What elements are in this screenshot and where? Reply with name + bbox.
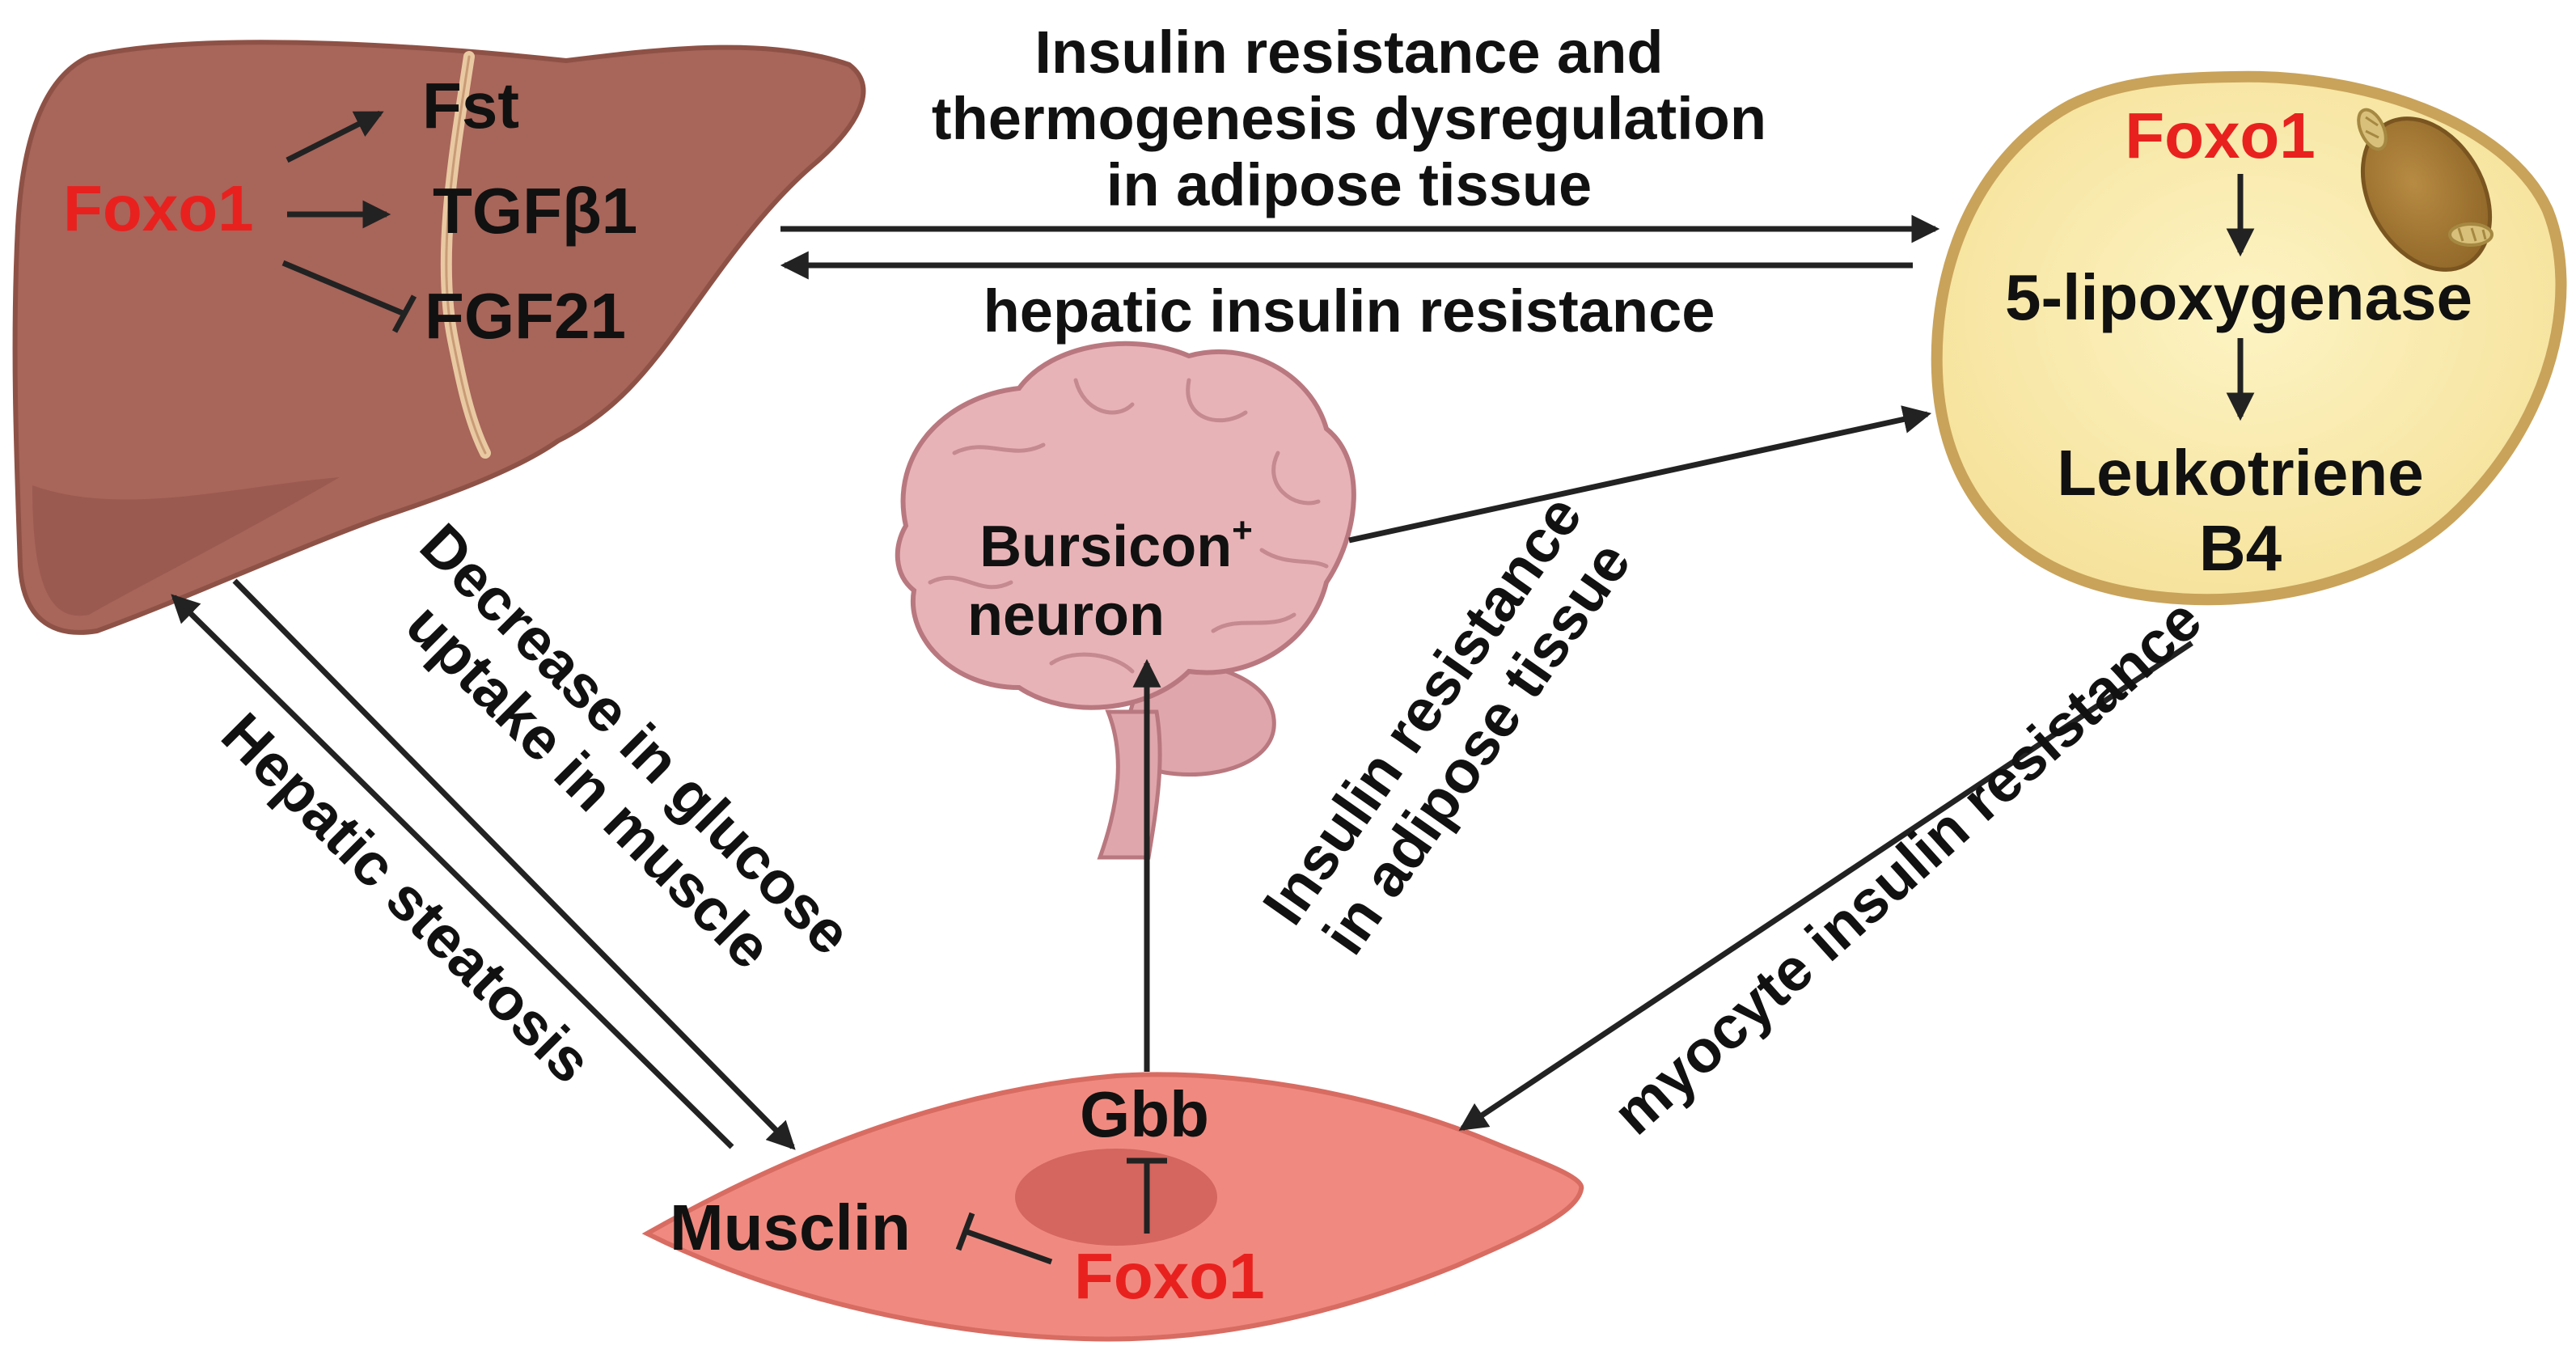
- adipocyte: Foxo1 5-lipoxygenase Leukotriene B4: [1931, 70, 2567, 606]
- adipocyte-enzyme-label: 5-lipoxygenase: [2005, 261, 2472, 333]
- foxo1-activates-fst-arrow: [286, 110, 384, 163]
- liver-to-muscle-arrow: [232, 578, 796, 1150]
- foxo1-inhibits-gbb: [1127, 1158, 1167, 1234]
- falciform-ligament-edge: [445, 55, 487, 455]
- foxo1-inhibits-musclin: [955, 1212, 1053, 1265]
- svg-text:in adipose tissue: in adipose tissue: [1106, 151, 1592, 218]
- brain-label-line2: neuron: [967, 583, 1165, 648]
- liver-target-tgfb1: TGFβ1: [433, 175, 637, 247]
- muscle-musclin-label: Musclin: [670, 1191, 911, 1263]
- adipocyte-foxo1-label: Foxo1: [2125, 99, 2316, 171]
- mitochondrion-icon: [2448, 222, 2494, 247]
- adipose-to-muscle-arrow: [1458, 641, 2193, 1131]
- adipocyte-product-line2: B4: [2199, 512, 2282, 584]
- brain-stem: [1097, 709, 1162, 860]
- muscle-to-liver-arrow: [171, 594, 734, 1149]
- svg-text:Decrease in glucose: Decrease in glucose: [408, 510, 865, 967]
- svg-text:myocyte insulin resistance: myocyte insulin resistance: [1601, 586, 2214, 1148]
- liver: Foxo1 Fst TGFβ1 FGF21: [12, 40, 866, 635]
- liver-target-fgf21: FGF21: [425, 280, 626, 352]
- liver-foxo1-label: Foxo1: [63, 172, 254, 244]
- liver-shade: [32, 477, 340, 616]
- adipose-to-liver-label: hepatic insulin resistance: [983, 277, 1715, 345]
- liver-target-fst: Fst: [422, 70, 519, 142]
- brain-label-superscript: +: [1232, 510, 1253, 550]
- brain-label-line1: Bursicon+: [979, 510, 1253, 579]
- brain: Bursicon+ neuron: [895, 341, 1356, 860]
- brain-to-adipose-arrow: [1348, 405, 1932, 544]
- adipose-to-muscle-label: myocyte insulin resistance: [1601, 586, 2214, 1148]
- svg-text:Insulin resistance and: Insulin resistance and: [1034, 19, 1663, 86]
- muscle-nucleus: [1015, 1149, 1217, 1246]
- liver-shape: [12, 40, 866, 635]
- muscle-foxo1-label: Foxo1: [1074, 1240, 1265, 1312]
- adipocyte-product-line1: Leukotriene: [2057, 437, 2423, 509]
- brain-cerebrum: [895, 341, 1356, 710]
- foxo1-inhibits-fgf21: [281, 260, 417, 333]
- brain-gyri: [928, 378, 1329, 674]
- liver-to-adipose-label: Insulin resistance and thermogenesis dys…: [932, 19, 1766, 218]
- mitochondrion-icon: [2357, 108, 2388, 151]
- svg-text:thermogenesis dysregulation: thermogenesis dysregulation: [932, 85, 1766, 152]
- muscle-cell: Gbb Musclin Foxo1: [641, 1072, 1584, 1342]
- muscle-gbb-label: Gbb: [1080, 1078, 1209, 1150]
